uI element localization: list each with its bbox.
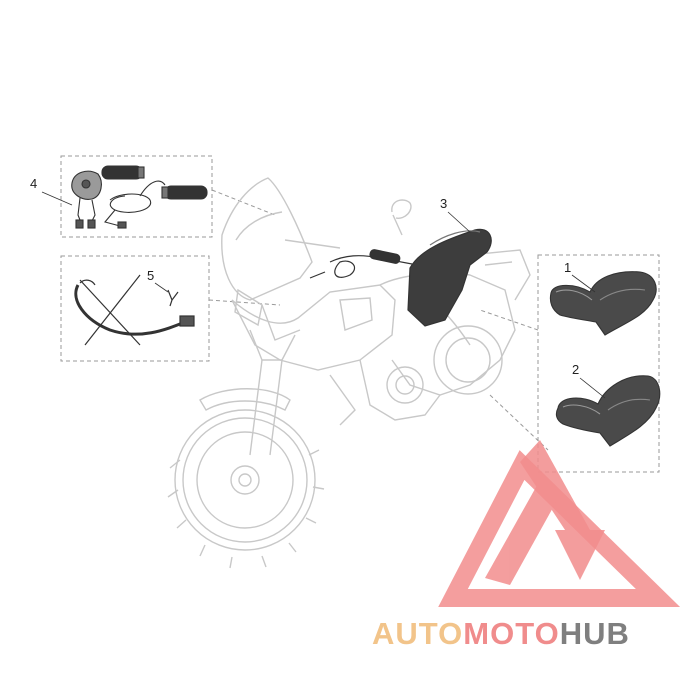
callout-5: 5 (147, 268, 155, 283)
seat-part-2 (555, 375, 661, 447)
leader-lines (208, 189, 549, 451)
seat-on-bike (407, 228, 492, 327)
watermark-logo-text: AUTOMOTOHUB (372, 616, 630, 652)
callout-2: 2 (572, 362, 580, 377)
group-box-cable (60, 255, 210, 362)
callout-leaders (41, 191, 606, 399)
heated-grips-kit (71, 165, 208, 229)
callout-4: 4 (30, 176, 38, 191)
group-box-seats (537, 254, 660, 473)
seat-part-1 (549, 271, 657, 336)
logo-word-auto: AUTO (372, 616, 464, 651)
handlebar-grips-on-bike (309, 249, 413, 279)
logo-word-moto: MOTO (463, 616, 560, 651)
callout-3: 3 (440, 196, 448, 211)
group-box-heated-grips (60, 155, 213, 238)
cable-crossed-out (74, 274, 195, 346)
watermark-logo-inner (485, 440, 605, 585)
logo-word-hub: HUB (559, 616, 630, 651)
callout-1: 1 (564, 260, 572, 275)
